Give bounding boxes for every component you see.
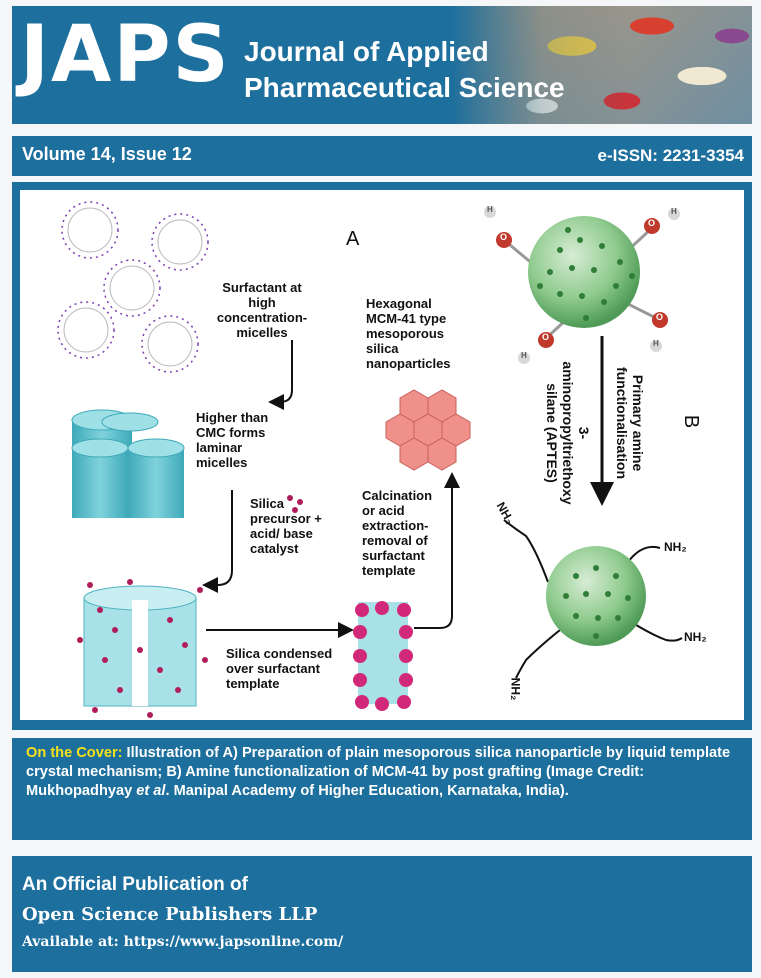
atom-h-2: H xyxy=(671,207,677,216)
label-precursor: Silica precursor + acid/ base catalyst xyxy=(250,496,322,556)
figure-illustration xyxy=(57,201,683,718)
footer-banner: An Official Publication of Open Science … xyxy=(12,856,752,972)
atom-o-2: O xyxy=(648,218,656,228)
atom-h-4: H xyxy=(521,351,527,360)
nh2-label-2: NH₂ xyxy=(664,540,687,554)
atom-o-3: O xyxy=(656,312,664,322)
journal-title: Journal of Applied Pharmaceutical Scienc… xyxy=(244,34,565,106)
label-laminar: Higher than CMC forms laminar micelles xyxy=(196,410,269,470)
surfactant-template xyxy=(77,579,208,718)
caption-text: Illustration of A) Preparation of plain … xyxy=(26,745,731,799)
journal-logo: JAPS xyxy=(20,10,231,100)
amine-functionalised-nanoparticle xyxy=(503,519,683,679)
capsules-image xyxy=(452,6,752,124)
label-hexagonal: Hexagonal MCM-41 type mesoporous silica … xyxy=(366,296,451,371)
atom-o-1: O xyxy=(500,232,508,242)
atom-h-1: H xyxy=(487,205,493,214)
cover-figure-frame: A B Surfactant at high concentration-mic… xyxy=(12,182,752,730)
panel-b-label: B xyxy=(680,414,703,429)
journal-title-line2: Pharmaceutical Science xyxy=(244,72,565,103)
label-calcination: Calcination or acid extraction-removal o… xyxy=(362,488,433,578)
footer-official: An Official Publication of xyxy=(22,874,248,895)
footer-publisher: Open Science Publishers LLP xyxy=(22,904,318,925)
condensed-template xyxy=(353,601,413,711)
label-condensed: Silica condensed over surfactant templat… xyxy=(226,646,333,691)
panel-a-label: A xyxy=(346,228,360,250)
atom-h-3: H xyxy=(653,339,659,348)
journal-title-line1: Journal of Applied xyxy=(244,36,489,67)
atom-o-4: O xyxy=(542,332,550,342)
hexagonal-silica xyxy=(385,389,471,471)
caption-lead: On the Cover: xyxy=(26,745,123,761)
caption-tail: . Manipal Academy of Higher Education, K… xyxy=(165,783,569,799)
laminar-micelles xyxy=(71,409,185,518)
caption-etal: et al xyxy=(136,783,166,799)
eissn: e-ISSN: 2231-3354 xyxy=(597,146,744,165)
header-banner: JAPS Journal of Applied Pharmaceutical S… xyxy=(12,6,752,124)
label-aptes: 3-aminopropyltriethoxy silane (APTES) xyxy=(544,361,592,505)
nh2-label-4: NH₂ xyxy=(508,677,523,701)
label-micelles: Surfactant at high concentration-micelle… xyxy=(216,280,308,340)
micelle-cluster xyxy=(57,201,209,373)
silica-nanoparticle-oh xyxy=(484,206,680,364)
volume-issue: Volume 14, Issue 12 xyxy=(22,144,192,164)
nh2-label-3: NH₂ xyxy=(684,630,707,644)
footer-url[interactable]: Available at: https://www.japsonline.com… xyxy=(22,934,344,950)
cover-caption: On the Cover: Illustration of A) Prepara… xyxy=(12,738,752,840)
volume-bar: Volume 14, Issue 12 e-ISSN: 2231-3354 xyxy=(12,136,752,176)
cover-figure: A B Surfactant at high concentration-mic… xyxy=(20,190,744,720)
label-primary-amine: Primary amine functionalisation xyxy=(614,367,646,479)
